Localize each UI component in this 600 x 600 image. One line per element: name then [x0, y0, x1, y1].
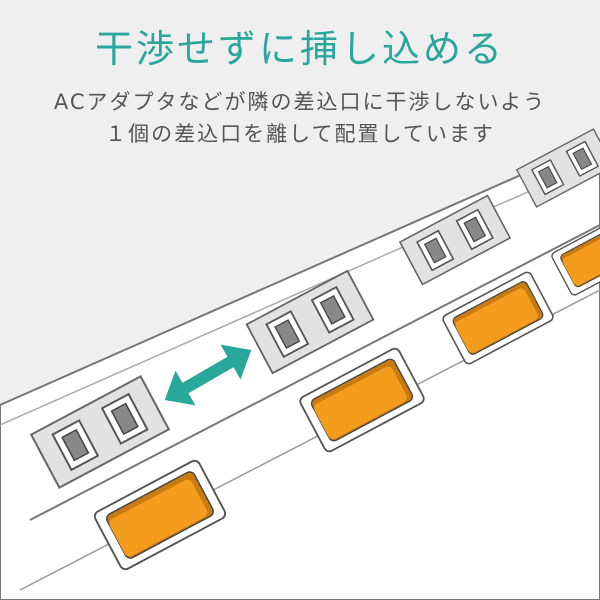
description-line-2: １個の差込口を離して配置しています — [105, 122, 495, 146]
headline: 干渉せずに挿し込める — [94, 27, 505, 71]
description-line-1: ACアダプタなどが隣の差込口に干渉しないよう — [53, 90, 547, 114]
double-arrow-icon — [164, 344, 252, 406]
